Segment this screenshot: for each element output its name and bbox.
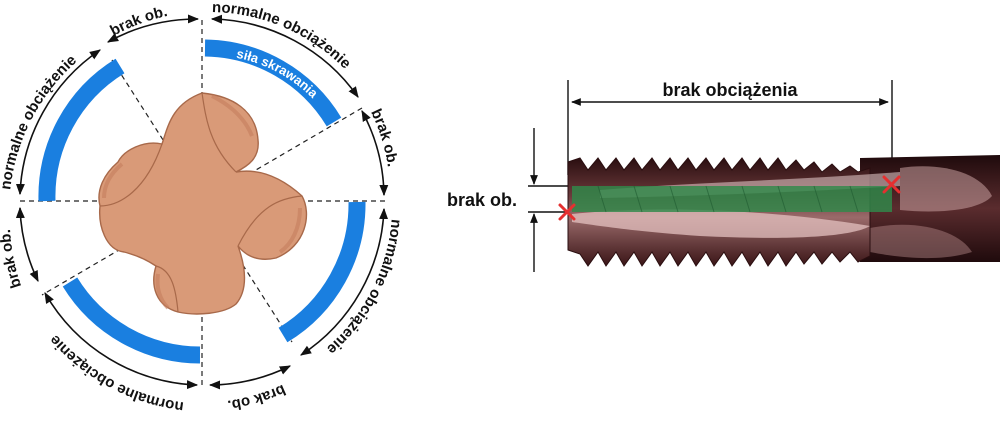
red-x-markers — [558, 175, 901, 221]
arc-label-brak-bottom: brak ob. — [226, 381, 288, 414]
outer-arrow-ring — [15, 14, 389, 390]
force-label: siła skrawania — [235, 46, 321, 101]
arc-label-brak-right: brak ob. — [367, 106, 401, 168]
force-band-bottom-right — [278, 201, 366, 343]
force-band-bottom-left — [62, 277, 201, 364]
arc-label-brak-top: brak ob. — [107, 3, 169, 39]
red-x-left-marker — [558, 203, 576, 221]
arc-label-brak-left: brak ob. — [0, 229, 25, 290]
cross-section-diagram: siła skrawania brak ob. normalne obciąże… — [0, 0, 405, 415]
top-dimension-label: brak obciążenia — [662, 80, 798, 100]
left-dimension-label: brak ob. — [447, 190, 517, 210]
force-bands — [38, 39, 366, 364]
left-dimension — [528, 128, 572, 272]
red-x-right-marker — [882, 175, 901, 194]
force-band-top-right — [204, 39, 342, 127]
tap-side-diagram: brak obciążenia brak ob. — [447, 80, 1000, 272]
force-band-top-left — [38, 58, 125, 202]
tap-body — [567, 155, 1000, 267]
tool-cross-section — [98, 92, 308, 315]
load-zone — [572, 186, 892, 212]
